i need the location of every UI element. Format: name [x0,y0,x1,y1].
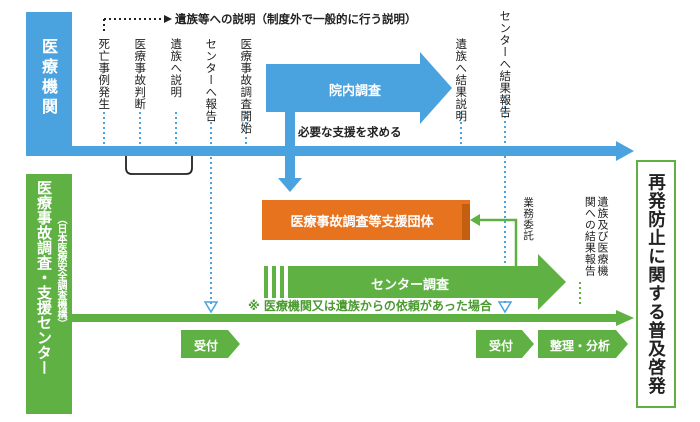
top-note: 遺族等への説明（制度外で一般的に行う説明） [175,12,417,26]
result-report-arrowhead [497,301,513,314]
receive-label-1: 受付 [193,339,218,353]
recurrence-prevention-box: 再発防止に関する普及啓発 [636,160,676,408]
event-bracket [125,156,193,175]
event-result-report-center: センターへ結果報告 [498,10,513,118]
event-death-occurred: 死亡事例発生 [97,38,112,110]
event-explain-family: 遺族へ説明 [169,38,184,98]
receive-shape-1 [181,330,240,358]
support-org-label: 医療事故調査等支援団体 [290,215,434,230]
center-investigation-label: センター調査 [370,278,449,293]
outsourcing-arrowhead [470,214,480,226]
support-center-box [26,174,72,414]
support-request-shaft [285,112,295,180]
receive-shape-2 [476,330,534,358]
support-center-label: 医療事故調査・支援センター [35,180,53,375]
center-timeline-line [26,314,618,322]
center-result-report-label: 遺族及び医療機関への結果報告 [583,196,609,277]
support-org-box [262,200,470,240]
request-note: ※ 医療機関又は遺族からの依頼があった場合 [248,299,492,313]
outsourcing-arrow [478,218,518,266]
center-investigation-stripe-3 [280,266,284,298]
medical-institution-box [26,12,72,156]
internal-investigation-label: 院内調査 [328,84,381,99]
support-org-shadow [462,204,470,240]
support-request-label: 必要な支援を求める [298,125,402,139]
outsourcing-label: 業務委託 [522,197,535,241]
event-result-explain-family: 遺族へ結果説明 [454,38,469,122]
event-investigation-start: 医療事故調査開始 [239,38,254,134]
center-investigation-stripe-2 [272,266,276,298]
support-request-arrowhead [278,178,302,192]
receive-label-2: 受付 [488,339,513,353]
top-note-arrowhead [164,15,172,23]
center-investigation-stripe-1 [264,266,268,298]
event-accident-judgment: 医療事故判断 [133,38,148,110]
event-report-center: センターへ報告 [204,38,219,122]
analysis-shape [538,330,628,358]
internal-investigation-arrow [266,52,452,124]
recurrence-prevention-label: 再発防止に関する普及啓発 [645,173,666,395]
medical-timeline-line [26,146,618,156]
center-timeline-arrowhead [616,310,634,326]
medical-institution-label: 医療機関 [39,38,58,118]
report-arrowhead [203,301,219,314]
medical-timeline-arrowhead [616,141,634,161]
center-investigation-arrow [288,254,566,310]
analysis-label: 整理・分析 [549,339,610,353]
support-center-sublabel: （日本医療安全調査機構） [55,214,66,328]
